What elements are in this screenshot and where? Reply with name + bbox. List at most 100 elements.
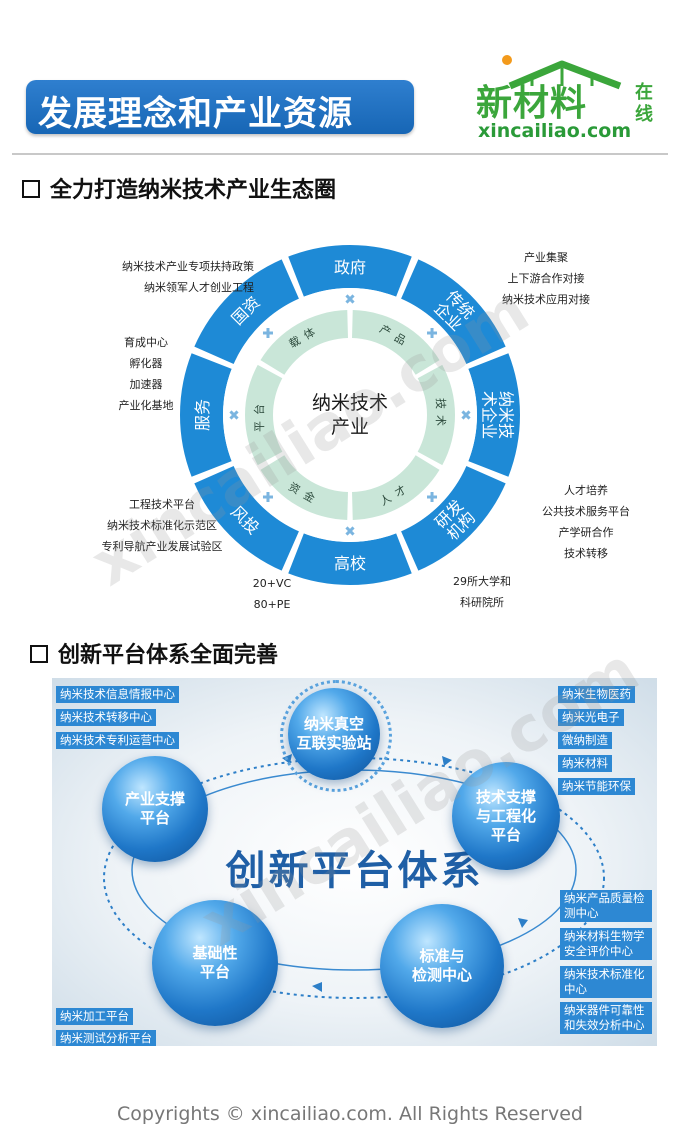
sphere-tech-support: 技术支撑 与工程化 平台: [452, 762, 560, 870]
ecosystem-ring-diagram: 政府传统企业纳米技术企业研发机构高校风投服务国资产品技术人才资金平台载体纳米技术…: [180, 245, 521, 585]
site-logo: 新材料 在线 xincailiao.com: [470, 52, 670, 148]
sphere-label: 互联实验站: [296, 734, 372, 752]
outer-ring-segment: [194, 466, 299, 571]
note-line: 科研院所: [460, 596, 504, 609]
note-line: 育成中心: [124, 336, 168, 349]
svg-text:高校: 高校: [334, 554, 366, 573]
sphere-label: 平台: [199, 963, 230, 981]
svg-text:服务: 服务: [193, 399, 212, 431]
sphere-standard-testing: 标准与 检测中心: [380, 904, 504, 1028]
section2-heading: 创新平台体系全面完善: [30, 637, 278, 669]
note-line: 纳米技术标准化示范区: [107, 519, 217, 532]
ring-center-label: 产业: [331, 416, 369, 438]
logo-url: xincailiao.com: [478, 120, 632, 142]
note-government: 纳米技术产业专项扶持政策 纳米领军人才创业工程: [122, 256, 254, 298]
section1-heading: 全力打造纳米技术产业生态圈: [22, 172, 336, 204]
note-line: 技术转移: [564, 547, 608, 560]
outer-ring-segment: [401, 259, 506, 364]
tag-item: 纳米材料: [558, 755, 612, 772]
sphere-label: 检测中心: [411, 966, 472, 984]
note-line: 纳米技术应用对接: [502, 293, 590, 306]
outer-ring-segment: [180, 353, 232, 477]
outer-ring-label: 政府: [334, 258, 366, 277]
inner-ring-segment: [245, 364, 283, 466]
sphere-vacuum-lab: 纳米真空 互联实验站: [288, 688, 380, 780]
inner-ring-segment: [352, 310, 440, 375]
tag-item: 纳米测试分析平台: [56, 1030, 156, 1046]
double-arrow-icon: [345, 294, 355, 304]
note-research: 人才培养 公共技术服务平台 产学研合作 技术转移: [536, 480, 636, 564]
note-line: 孵化器: [129, 357, 163, 370]
outer-ring-label: 服务: [193, 399, 212, 431]
logo-roof-icon: [502, 55, 622, 90]
double-arrow-icon: [262, 327, 273, 338]
header-divider: [12, 153, 668, 155]
note-line: 人才培养: [564, 484, 608, 497]
note-line: 产业集聚: [524, 251, 568, 264]
section1-heading-text: 全力打造纳米技术产业生态圈: [50, 178, 337, 203]
note-line: 29所大学和: [453, 575, 511, 588]
inner-ring-label: 技术: [434, 398, 447, 432]
note-state: 育成中心 孵化器 加速器 产业化基地: [110, 332, 182, 416]
sphere-industry-support: 产业支撑 平台: [102, 756, 208, 862]
note-traditional: 产业集聚 上下游合作对接 纳米技术应用对接: [498, 247, 594, 310]
inner-ring-segment: [352, 455, 440, 520]
outer-ring-segment: [194, 259, 299, 364]
sphere-label: 纳米真空: [303, 715, 364, 733]
note-line: 专利导航产业发展试验区: [101, 540, 223, 553]
tag-item: 纳米技术信息情报中心: [56, 686, 179, 703]
note-line: 纳米技术产业专项扶持政策: [122, 260, 254, 273]
double-arrow-icon: [262, 492, 273, 503]
note-line: 工程技术平台: [129, 498, 195, 511]
note-line: 80+PE: [253, 598, 291, 611]
sphere-halo: [280, 680, 392, 792]
section2-heading-text: 创新平台体系全面完善: [58, 643, 279, 668]
note-line: 上下游合作对接: [507, 272, 585, 285]
note-service: 工程技术平台 纳米技术标准化示范区 专利导航产业发展试验区: [90, 494, 234, 557]
double-arrow-icon: [345, 526, 355, 536]
note-line: 加速器: [129, 378, 163, 391]
inner-ring-segment: [417, 364, 455, 466]
platform-center-title: 创新平台体系: [225, 848, 484, 894]
inner-ring-label: 平台: [252, 398, 266, 432]
logo-main-text: 新材料: [476, 83, 588, 124]
tag-item: 纳米材料生物学安全评价中心: [560, 928, 652, 960]
outer-ring-segment: [468, 353, 521, 477]
tag-item: 纳米生物医药: [558, 686, 635, 703]
svg-text:政府: 政府: [334, 258, 366, 277]
double-arrow-icon: [427, 327, 438, 338]
tag-item: 纳米产品质量检测中心: [560, 890, 652, 922]
innovation-platform-panel: 创新平台体系 纳米真空 互联实验站 产业支撑 平台 技术支撑 与工程化 平台 基…: [52, 678, 657, 1046]
note-vc: 20+VC 80+PE: [244, 573, 300, 615]
note-line: 产学研合作: [558, 526, 614, 539]
tag-item: 纳米技术标准化中心: [560, 966, 652, 998]
sphere-label: 产业支撑: [124, 790, 185, 808]
logo-side-text: 在线: [635, 82, 653, 125]
sphere-label: 技术支撑: [475, 788, 536, 806]
tag-item: 纳米技术转移中心: [56, 709, 156, 726]
page-title: 发展理念和产业资源: [38, 94, 353, 134]
outer-ring-segment: [288, 245, 412, 297]
checkbox-square-icon: [30, 645, 48, 663]
tag-item: 纳米光电子: [558, 709, 624, 726]
double-arrow-icon: [427, 492, 438, 503]
note-line: 产业化基地: [118, 399, 174, 412]
note-line: 公共技术服务平台: [542, 505, 630, 518]
tag-item: 纳米技术专利运营中心: [56, 732, 179, 749]
note-line: 纳米领军人才创业工程: [144, 281, 254, 294]
inner-ring-segment: [260, 455, 348, 520]
ring-center-label: 纳米技术: [312, 392, 388, 414]
checkbox-square-icon: [22, 180, 40, 198]
double-arrow-icon: [229, 410, 239, 420]
note-line: 20+VC: [252, 577, 292, 590]
tag-item: 纳米器件可靠性和失效分析中心: [560, 1002, 652, 1034]
sphere-label: 平台: [490, 826, 521, 844]
svg-text:术企业: 术企业: [480, 391, 499, 439]
copyright-footer: Copyrights © xincailiao.com. All Rights …: [117, 1103, 583, 1125]
outer-ring-segment: [401, 466, 506, 571]
note-university: 29所大学和 科研院所: [442, 571, 522, 613]
sphere-label: 基础性: [192, 944, 238, 962]
double-arrow-icon: [461, 410, 471, 420]
sphere-foundation: 基础性 平台: [152, 900, 278, 1026]
